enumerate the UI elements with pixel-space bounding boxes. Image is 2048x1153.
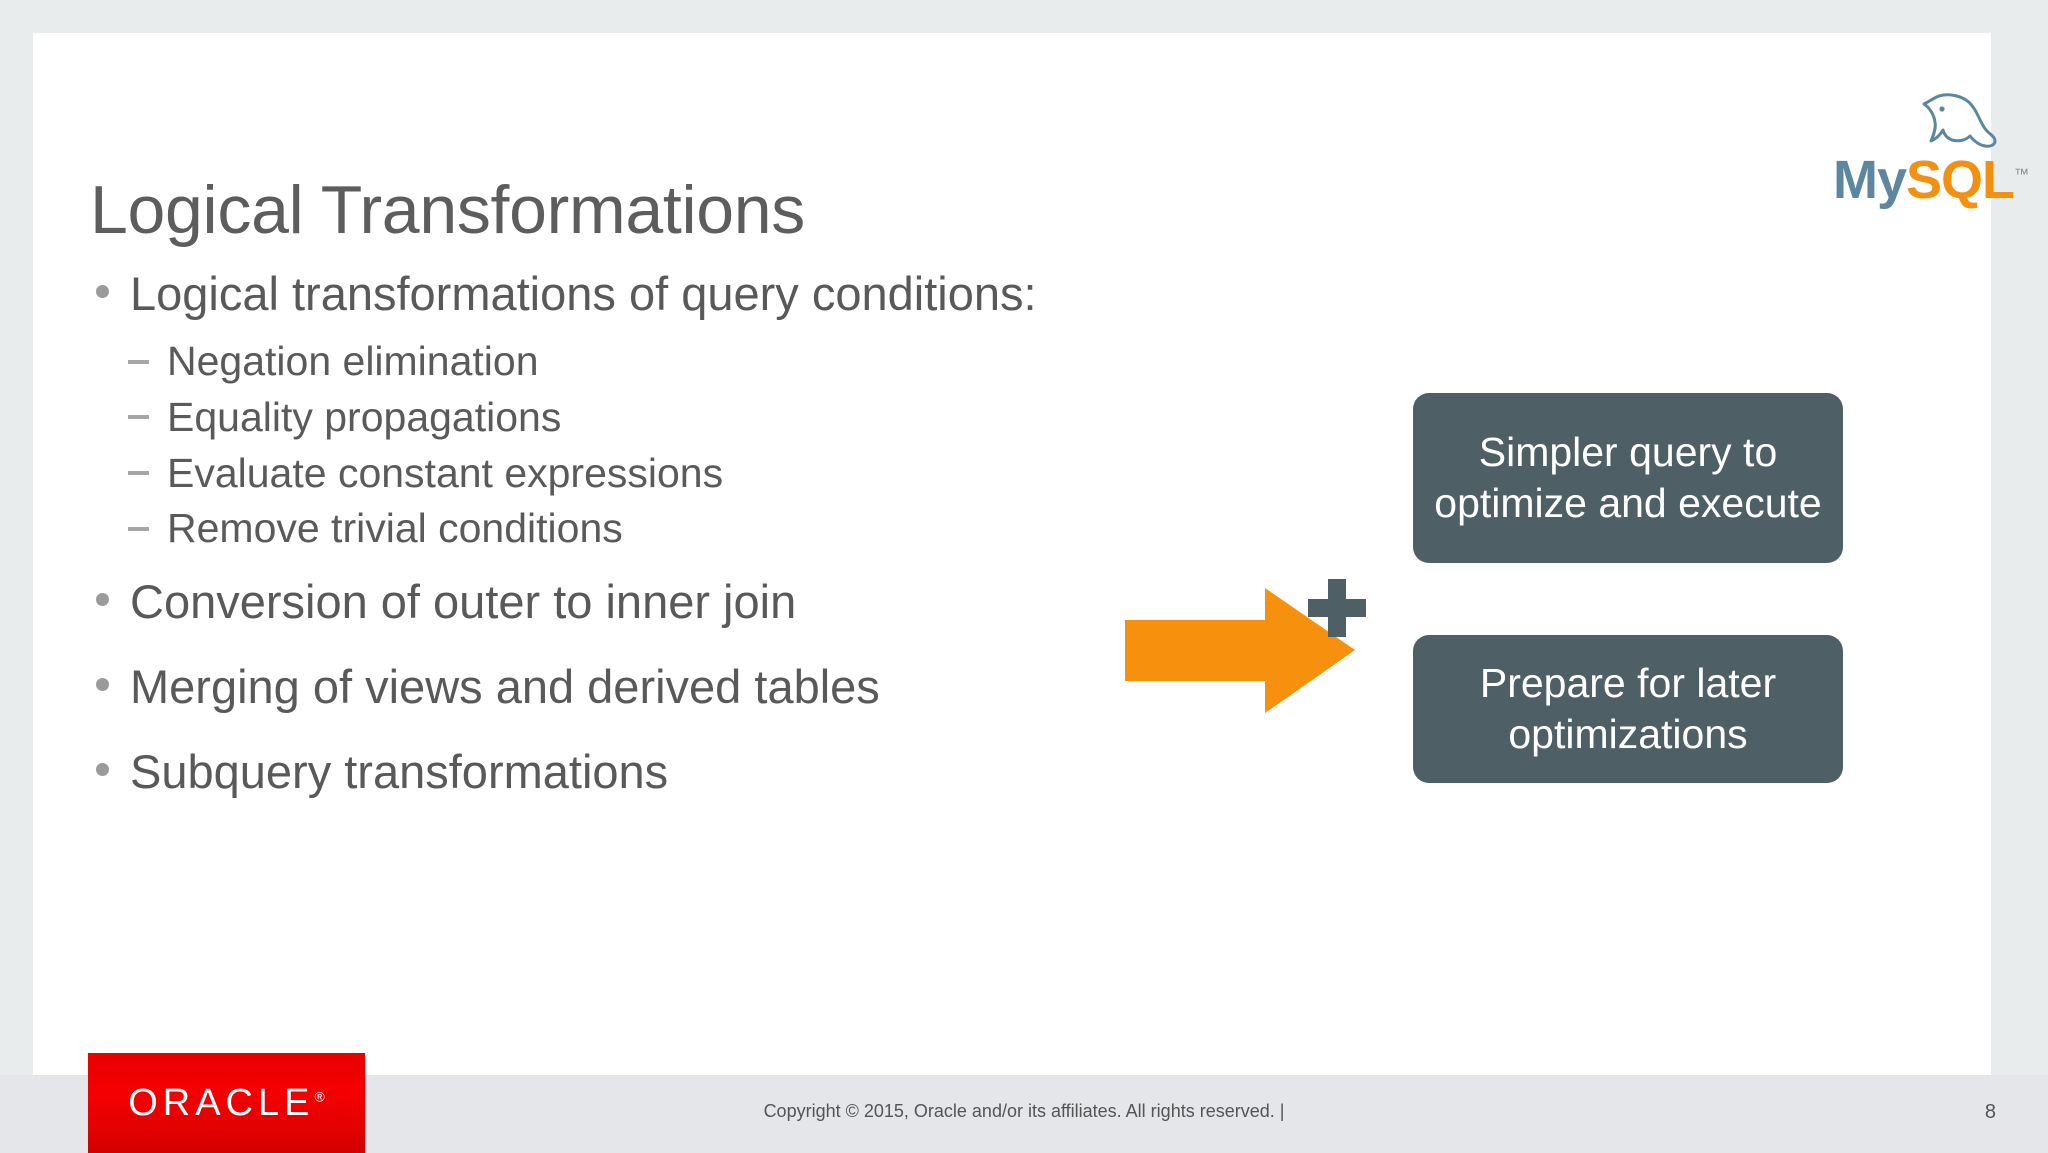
list-item-label: Conversion of outer to inner join — [130, 575, 797, 629]
slide-canvas: Logical Transformations Logical transfor… — [33, 33, 2029, 1075]
dash-marker-icon — [128, 526, 149, 531]
sub-bullet-list: Negation elimination Equality propagatio… — [90, 334, 1090, 557]
oracle-registered-mark: ® — [314, 1087, 325, 1104]
dash-marker-icon — [128, 415, 149, 420]
list-item: Logical transformations of query conditi… — [90, 263, 1090, 324]
mysql-word-my: My — [1833, 150, 1907, 210]
outcome-box-primary: Simpler query to optimize and execute — [1413, 393, 1843, 563]
oracle-wordmark: ORACLE® — [128, 1082, 325, 1125]
bullet-dot-icon — [96, 592, 109, 606]
list-item-label: Evaluate constant expressions — [167, 449, 724, 496]
outcome-box-secondary: Prepare for later optimizations — [1413, 635, 1843, 783]
outcome-box-label: Prepare for later optimizations — [1479, 659, 1777, 757]
list-item: Subquery transformations — [90, 741, 1090, 802]
copyright-text: Copyright © 2015, Oracle and/or its affi… — [763, 1101, 1285, 1121]
list-item: Merging of views and derived tables — [90, 656, 1090, 717]
list-item-label: Subquery transformations — [130, 745, 669, 799]
list-item-label: Remove trivial conditions — [167, 505, 623, 552]
dash-marker-icon — [128, 471, 149, 475]
mysql-wordmark: MySQL™ — [1833, 150, 2029, 210]
list-item: Negation elimination — [90, 334, 1090, 390]
dolphin-icon — [1922, 93, 1997, 148]
list-item-label: Negation elimination — [167, 338, 539, 385]
list-item: Conversion of outer to inner join — [90, 571, 1090, 632]
list-item-label: Logical transformations of query conditi… — [130, 267, 1037, 320]
slide-footer: ORACLE® Copyright © 2015, Oracle and/or … — [0, 1053, 2048, 1153]
list-item: Evaluate constant expressions — [90, 446, 1090, 502]
bullet-dot-icon — [96, 762, 109, 776]
list-item-label: Equality propagations — [167, 393, 562, 440]
list-item-label: Merging of views and derived tables — [130, 660, 880, 714]
plus-icon — [1308, 579, 1366, 637]
right-arrow-icon — [1125, 588, 1355, 713]
bullet-dot-icon — [96, 284, 109, 298]
oracle-word-text: ORACLE — [128, 1081, 315, 1124]
bullet-dot-icon — [96, 677, 109, 691]
page-number: 8 — [1984, 1101, 1996, 1123]
spacer — [90, 723, 1090, 741]
page-title: Logical Transformations — [90, 171, 806, 248]
dash-marker-icon — [128, 359, 149, 364]
outcome-diagram: Simpler query to optimize and execute Pr… — [1113, 393, 1913, 863]
mysql-logo: MySQL™ — [1833, 93, 2029, 213]
bullet-list: Logical transformations of query conditi… — [90, 263, 1090, 808]
oracle-logo: ORACLE® — [88, 1053, 365, 1153]
mysql-word-sql: SQL — [1906, 150, 2015, 210]
outcome-box-column: Simpler query to optimize and execute Pr… — [1413, 393, 1843, 783]
list-item: Equality propagations — [90, 390, 1090, 446]
list-item: Remove trivial conditions — [90, 501, 1090, 557]
mysql-trademark: ™ — [2014, 166, 2029, 183]
outcome-box-label: Simpler query to optimize and execute — [1434, 428, 1822, 526]
spacer — [90, 638, 1090, 656]
